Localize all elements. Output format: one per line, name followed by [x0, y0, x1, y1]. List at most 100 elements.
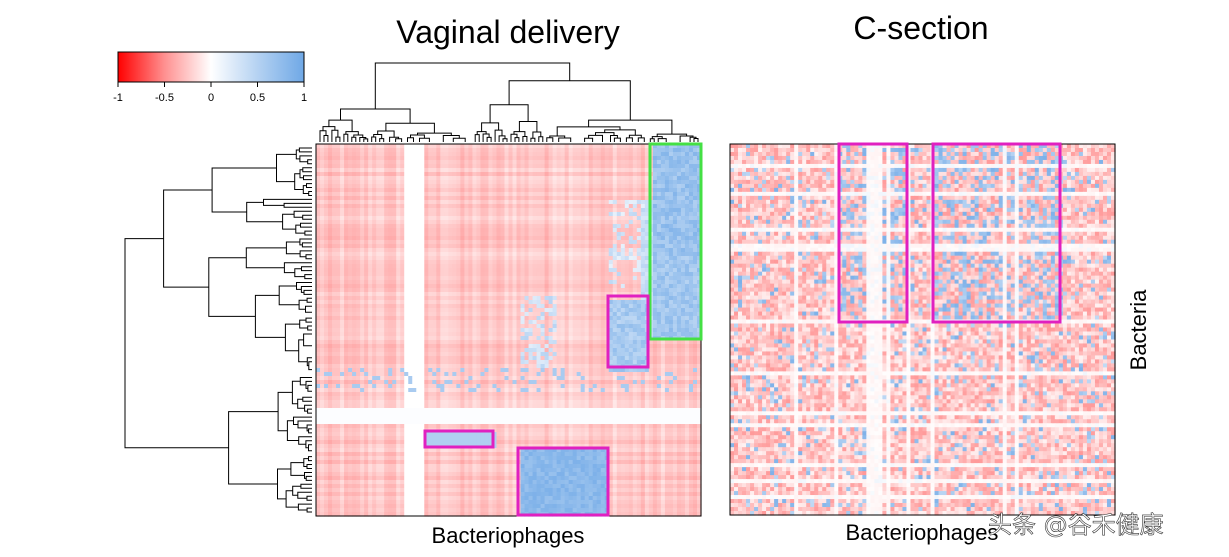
heatmap-cell	[612, 300, 618, 305]
heatmap-cell	[336, 212, 341, 217]
heatmap-cell	[448, 284, 453, 289]
heatmap-cell	[348, 180, 353, 185]
heatmap-cell	[356, 220, 361, 225]
heatmap-cell	[464, 308, 469, 313]
heatmap-cell	[532, 248, 538, 253]
heatmap-cell	[332, 264, 337, 269]
heatmap-cell	[552, 308, 558, 313]
heatmap-cell	[624, 188, 630, 193]
heatmap-cell	[456, 328, 461, 333]
heatmap-cell	[636, 212, 642, 217]
heatmap-cell	[392, 208, 397, 213]
heatmap-cell	[460, 244, 465, 249]
heatmap-cell	[376, 276, 381, 281]
heatmap-cell	[380, 144, 385, 149]
heatmap-cell	[448, 232, 453, 237]
heatmap-cell	[348, 248, 353, 253]
heatmap-cell	[656, 216, 662, 221]
heatmap-cell	[532, 328, 538, 333]
heatmap-cell	[384, 192, 389, 197]
heatmap-cell	[480, 280, 486, 285]
heatmap-cell	[368, 244, 373, 249]
heatmap-cell	[360, 212, 365, 217]
heatmap-cell	[696, 316, 702, 321]
heatmap-cell	[416, 248, 421, 253]
heatmap-cell	[384, 284, 389, 289]
heatmap-cell	[668, 204, 674, 209]
heatmap-cell	[656, 144, 662, 149]
heatmap-cell	[600, 256, 606, 261]
heatmap-cell	[632, 248, 638, 253]
heatmap-cell	[640, 256, 646, 261]
heatmap-cell	[664, 320, 670, 325]
heatmap-cell	[648, 340, 654, 345]
heatmap-cell	[412, 276, 417, 281]
heatmap-cell	[624, 336, 630, 341]
heatmap-cell	[392, 152, 397, 157]
heatmap-cell	[644, 192, 650, 197]
heatmap-cell	[620, 264, 626, 269]
heatmap-cell	[596, 312, 602, 317]
heatmap-cell	[524, 260, 530, 265]
heatmap-cell	[672, 236, 678, 241]
heatmap-cell	[392, 148, 397, 153]
heatmap-cell	[580, 208, 586, 213]
heatmap-cell	[496, 304, 502, 309]
heatmap-cell	[476, 204, 482, 209]
heatmap-cell	[400, 324, 405, 329]
heatmap-cell	[372, 320, 377, 325]
dendrogram-branch	[297, 398, 305, 409]
heatmap-cell	[540, 176, 546, 181]
heatmap-cell	[388, 192, 393, 197]
heatmap-cell	[504, 312, 510, 317]
heatmap-cell	[368, 260, 373, 265]
heatmap-cell	[472, 144, 478, 149]
heatmap-cell	[488, 148, 494, 153]
heatmap-cell	[680, 328, 686, 333]
heatmap-cell	[392, 328, 397, 333]
heatmap-cell	[660, 216, 666, 221]
heatmap-cell	[576, 168, 582, 173]
heatmap-cell	[596, 260, 602, 265]
heatmap-cell	[676, 328, 682, 333]
heatmap-cell	[592, 184, 598, 189]
heatmap-cell	[576, 276, 582, 281]
heatmap-cell	[660, 264, 666, 269]
heatmap-cell	[688, 144, 694, 149]
heatmap-cell	[520, 304, 526, 309]
heatmap-cell	[416, 144, 421, 149]
heatmap-cell	[608, 256, 614, 261]
heatmap-cell	[540, 340, 546, 345]
heatmap-cell	[512, 336, 518, 341]
heatmap-cell	[564, 248, 570, 253]
heatmap-cell	[496, 296, 502, 301]
heatmap-cell	[360, 340, 365, 345]
heatmap-cell	[628, 196, 634, 201]
heatmap-cell	[572, 256, 578, 261]
heatmap-cell	[316, 256, 321, 261]
heatmap-cell	[476, 144, 482, 149]
heatmap-cell	[400, 236, 405, 241]
heatmap-cell	[388, 148, 393, 153]
heatmap-cell	[520, 180, 526, 185]
heatmap-cell	[488, 152, 494, 157]
heatmap-cell	[424, 304, 429, 309]
heatmap-cell	[520, 164, 526, 169]
heatmap-cell	[552, 216, 558, 221]
heatmap-cell	[572, 308, 578, 313]
heatmap-cell	[316, 344, 321, 349]
heatmap-cell	[476, 180, 482, 185]
heatmap-cell	[320, 324, 325, 329]
heatmap-cell	[416, 272, 421, 277]
heatmap-cell	[488, 220, 494, 225]
heatmap-cell	[652, 316, 658, 321]
heatmap-cell	[632, 232, 638, 237]
heatmap-cell	[340, 152, 345, 157]
heatmap-cell	[460, 156, 465, 161]
heatmap-cell	[320, 312, 325, 317]
heatmap-cell	[640, 232, 646, 237]
heatmap-cell	[448, 264, 453, 269]
heatmap-cell	[688, 276, 694, 281]
heatmap-cell	[560, 284, 566, 289]
heatmap-cell	[548, 144, 554, 149]
